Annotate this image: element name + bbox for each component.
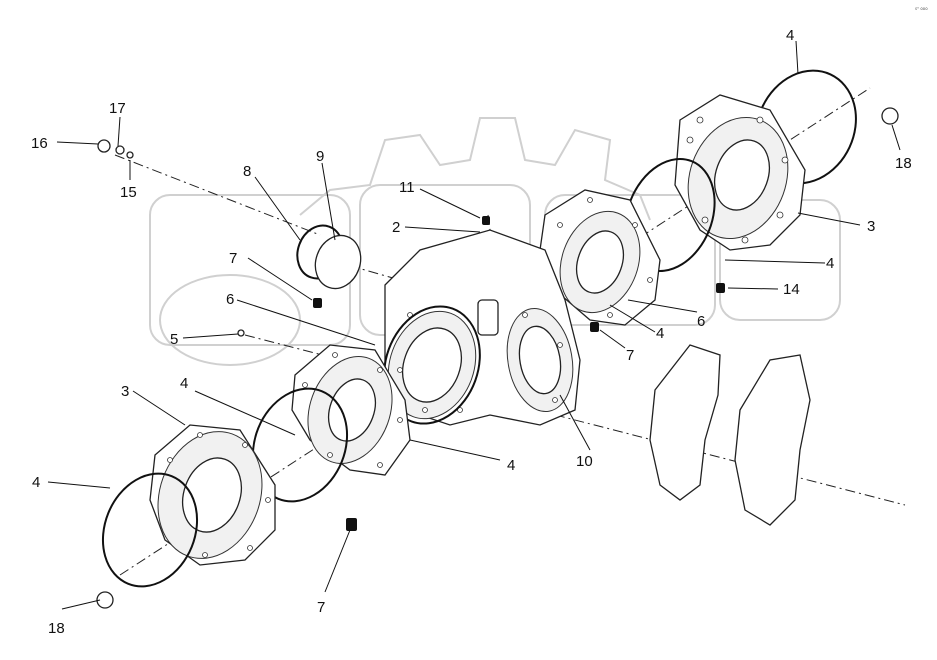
callout-labels: 4 17 16 15 18 8 9 11 2 3 7 4 6 14 5 4 6 … xyxy=(31,27,912,637)
callout-15: 15 xyxy=(120,184,137,201)
bearing-carrier-lower xyxy=(291,344,411,476)
callout-5: 5 xyxy=(170,331,178,348)
callout-6-left: 6 xyxy=(226,291,234,308)
callout-4-right: 4 xyxy=(826,255,834,272)
callout-11: 11 xyxy=(399,179,415,196)
callout-10: 10 xyxy=(576,453,593,470)
callout-6-right: 6 xyxy=(697,313,705,330)
callout-9: 9 xyxy=(316,148,324,165)
cover-lower-left xyxy=(149,424,276,566)
small-hardware xyxy=(96,107,899,609)
callout-18-left: 18 xyxy=(48,620,65,637)
callout-4-mid-right: 4 xyxy=(656,325,664,342)
callout-4-bottom-center: 4 xyxy=(507,457,515,474)
callout-7-upper-left: 7 xyxy=(229,250,237,267)
o-ring-lower-left xyxy=(101,472,199,588)
leader-lines xyxy=(47,40,901,610)
callout-14: 14 xyxy=(783,281,800,298)
callout-18-right: 18 xyxy=(895,155,912,172)
callout-17: 17 xyxy=(109,100,126,117)
cover-upper-right xyxy=(674,94,806,251)
callout-4-lower-left: 4 xyxy=(32,474,40,491)
callout-7-bottom: 7 xyxy=(317,599,325,616)
corner-mark: sᴼ ooo xyxy=(915,6,928,11)
callout-8: 8 xyxy=(243,163,251,180)
gaskets-lower-right xyxy=(649,344,811,526)
watermark-logo xyxy=(149,117,841,366)
o-ring-housing-face xyxy=(383,305,481,425)
cover-disc-part-9 xyxy=(314,234,362,290)
center-housing xyxy=(384,229,581,426)
callout-7-mid-right: 7 xyxy=(626,347,634,364)
o-ring-lower-mid xyxy=(251,387,349,503)
callout-4-top: 4 xyxy=(786,27,794,44)
bearing-carrier-upper xyxy=(539,189,661,326)
callout-2: 2 xyxy=(392,219,400,236)
callout-3-right: 3 xyxy=(867,218,875,235)
callout-16: 16 xyxy=(31,135,48,152)
callout-4-left: 4 xyxy=(180,375,188,392)
callout-3-left: 3 xyxy=(121,383,129,400)
